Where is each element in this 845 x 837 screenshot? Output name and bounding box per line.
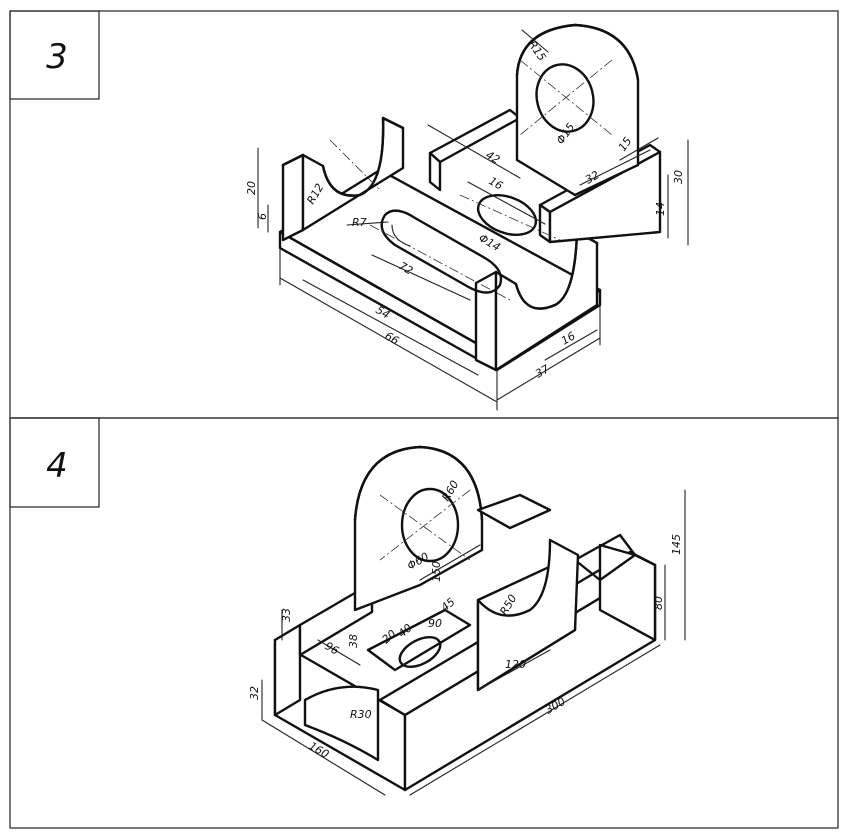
dim-label-16-top: 16 (487, 174, 506, 192)
centerline-lug-b (379, 489, 471, 561)
r30-notch (303, 685, 380, 762)
dim-label-14: 14 (654, 202, 667, 216)
left-slot-edge (281, 116, 405, 197)
dim-label-90: 90 (428, 617, 442, 630)
dim-label-42: 42 (484, 148, 503, 166)
dim-line-160 (261, 719, 386, 796)
dim-label-16-bottom: 16 (559, 329, 578, 347)
dim-label-145: 145 (670, 534, 683, 555)
lug-face (353, 445, 484, 612)
hole-phi60 (400, 487, 460, 563)
dim-line-30-14 (667, 139, 689, 246)
dim-label-72: 72 (397, 259, 416, 277)
dim-label-120: 120 (505, 658, 526, 671)
dim-line-54 (302, 279, 479, 376)
long-slot-inner (391, 224, 411, 247)
dim-line-120 (477, 649, 551, 691)
dim-label-30: 30 (672, 170, 685, 184)
base-front-face (278, 230, 499, 372)
upright-top (476, 493, 552, 530)
dim-label-96: 96 (323, 639, 342, 657)
dim-line-150 (419, 544, 481, 581)
dim-label-32: 32 (248, 686, 261, 700)
centerline-long-slot (369, 224, 511, 301)
lug-arc (353, 445, 484, 522)
dim-line-42 (427, 124, 521, 179)
dim-line-66 (279, 247, 498, 411)
left-block-end (273, 623, 302, 717)
dim-line-32 (579, 149, 651, 186)
long-slot (380, 209, 503, 294)
inner-pocket (366, 608, 472, 672)
dim-line-37 (496, 304, 601, 401)
panel-4-number: 4 (46, 446, 68, 486)
dim-label-33: 33 (280, 608, 293, 622)
left-upright-front (281, 153, 305, 242)
dim-label-6: 6 (256, 213, 269, 220)
inner-hole (398, 636, 442, 668)
panel-3-number: 3 (46, 37, 68, 77)
dim-label-54: 54 (374, 303, 393, 321)
panel-3-frame (9, 10, 839, 419)
dim-line-16-bottom (544, 329, 598, 361)
right-slot-edge (514, 230, 599, 310)
centerline-lug-a (379, 494, 471, 561)
back-rib-end (428, 151, 442, 192)
dim-label-r7: R7 (352, 216, 367, 229)
dim-label-66: 66 (383, 329, 402, 347)
dim-line-16 (467, 181, 546, 225)
hole-phi14 (476, 194, 538, 236)
back-rib-top (428, 108, 522, 164)
dim-line-300 (409, 644, 661, 796)
right-step (573, 533, 637, 582)
centerline-left-slot (329, 139, 381, 191)
centerline-hole (459, 194, 561, 241)
dim-line-20-6 (257, 147, 269, 233)
lug-arc (515, 23, 640, 82)
dim-label-32: 32 (583, 168, 602, 186)
dim-label-150: 150 (430, 561, 443, 582)
dim-line-r15 (521, 29, 549, 53)
base-top (278, 168, 602, 357)
dim-line-96 (317, 639, 361, 666)
hole-phi15 (535, 63, 595, 133)
dim-line-15 (619, 137, 659, 161)
centerline-lug-b (519, 59, 613, 136)
panel-3-drawing (257, 23, 689, 411)
dim-label-38: 38 (347, 634, 360, 648)
panel-4: 4 (9, 417, 839, 829)
dim-line-r7 (346, 221, 389, 226)
panel-4-drawing (261, 445, 686, 796)
r50-notch (476, 538, 580, 692)
dim-label-20: 20 (245, 181, 258, 195)
dim-line-72 (371, 254, 471, 301)
panel-3-number-box (9, 10, 100, 100)
panel-4-frame (9, 417, 839, 829)
dim-label-80: 80 (652, 596, 665, 610)
dim-label-37: 37 (533, 362, 552, 380)
panel-4-number-box (9, 417, 100, 508)
dim-label-r30: R30 (350, 708, 372, 721)
panel-3: 3 (9, 10, 839, 419)
